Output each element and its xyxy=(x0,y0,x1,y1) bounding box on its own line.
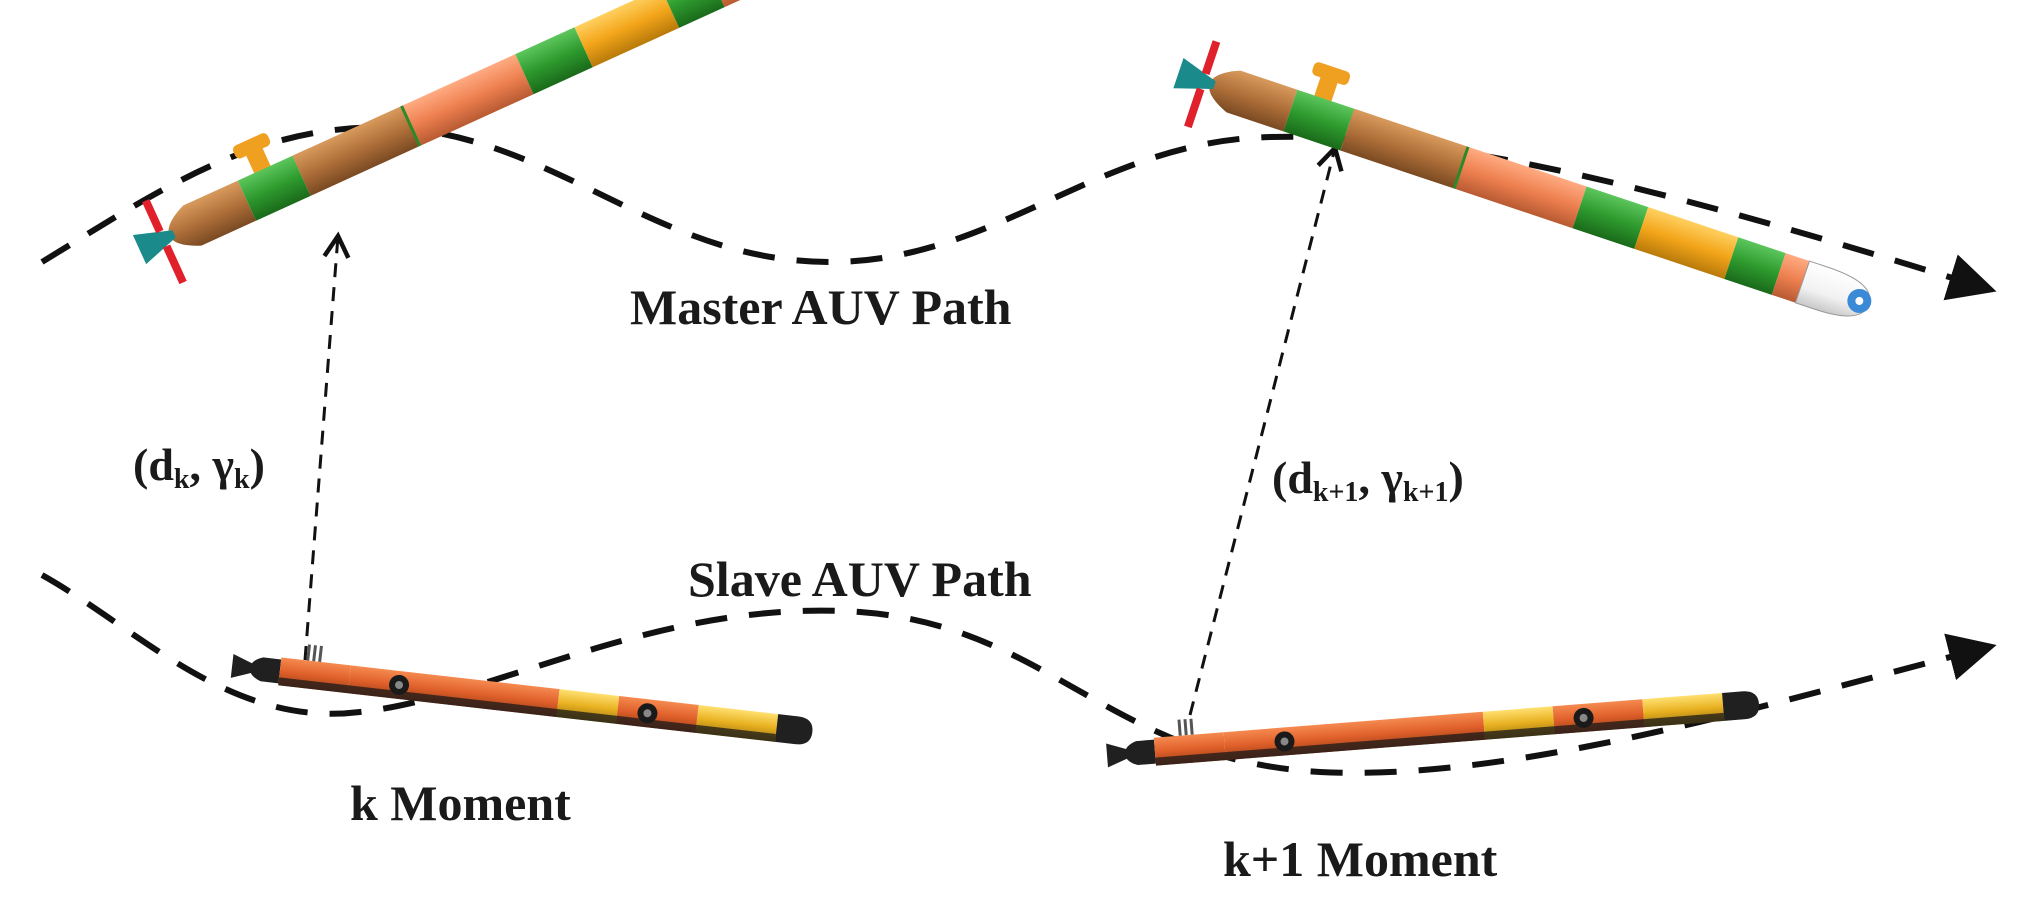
measurement-k-d-subscript: k xyxy=(173,464,190,495)
measurement-k1-close: ) xyxy=(1448,452,1464,503)
slave-auv-k xyxy=(230,644,813,745)
slave-auv-path xyxy=(40,572,1997,776)
measurement-line-k1 xyxy=(1188,143,1344,716)
measurement-k1-open: (d xyxy=(1272,452,1313,503)
measurement-k1-gamma-subscript: k+1 xyxy=(1402,477,1449,508)
k1-moment-label: k+1 Moment xyxy=(1223,831,1498,887)
measurement-k1-separator: , γ xyxy=(1358,452,1403,503)
master-auv-path-label: Master AUV Path xyxy=(630,279,1012,335)
measurement-k-separator: , γ xyxy=(189,439,235,490)
master-auv-k1 xyxy=(1173,40,1872,317)
measurement-line-k xyxy=(303,231,351,661)
k-moment-label: k Moment xyxy=(350,775,571,831)
master-auv-k xyxy=(132,0,748,285)
master-auv-path xyxy=(40,124,1997,301)
measurement-label-k: (dk, γk) xyxy=(133,442,265,494)
measurement-k-close: ) xyxy=(249,439,265,490)
slave-auv-path-label: Slave AUV Path xyxy=(688,551,1032,607)
measurement-k1-d-subscript: k+1 xyxy=(1312,477,1359,508)
measurement-k-open: (d xyxy=(133,439,174,490)
measurement-k-gamma-subscript: k xyxy=(234,464,250,495)
slave-auv-k1 xyxy=(1106,691,1760,768)
measurement-label-k1: (dk+1, γk+1) xyxy=(1272,455,1464,507)
